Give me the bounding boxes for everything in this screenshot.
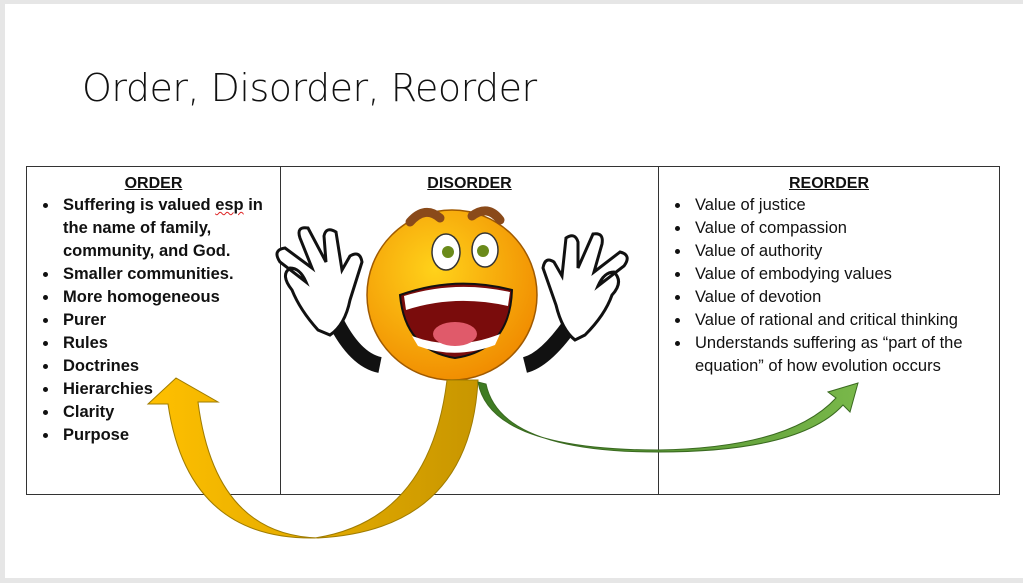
yellow-curved-arrow: [146, 377, 479, 539]
list-item: Value of justice: [691, 194, 999, 217]
right-hand-icon: [541, 232, 629, 342]
reorder-heading: REORDER: [788, 175, 869, 192]
list-item: More homogeneous: [59, 286, 280, 309]
reorder-list: Value of justice Value of compassion Val…: [659, 194, 999, 378]
list-item: Value of devotion: [691, 286, 999, 309]
order-column: ORDER Suffering is valued esp in the nam…: [27, 167, 281, 494]
list-item: Value of embodying values: [691, 263, 999, 286]
green-curved-arrow: [477, 381, 859, 453]
list-item: Doctrines: [59, 355, 280, 378]
text: in the name of family, community, and Go…: [63, 196, 263, 260]
slide-title: Order, Disorder, Reorder: [82, 66, 537, 110]
reorder-column: REORDER Value of justice Value of compas…: [659, 167, 999, 494]
left-hand-icon: [275, 226, 364, 337]
misspelled-word: esp: [215, 196, 244, 214]
list-item: Hierarchies: [59, 378, 280, 401]
list-item: Suffering is valued esp in the name of f…: [59, 194, 280, 263]
list-item: Value of rational and critical thinking: [691, 309, 999, 332]
list-item: Rules: [59, 332, 280, 355]
content-table: ORDER Suffering is valued esp in the nam…: [26, 166, 1000, 495]
list-item: Understands suffering as “part of the eq…: [691, 332, 999, 378]
disorder-column: DISORDER: [281, 167, 659, 494]
list-item: Value of authority: [691, 240, 999, 263]
order-list: Suffering is valued esp in the name of f…: [27, 194, 280, 447]
list-item: Smaller communities.: [59, 263, 280, 286]
text: Suffering is valued: [63, 196, 216, 214]
list-item: Value of compassion: [691, 217, 999, 240]
disorder-heading: DISORDER: [427, 175, 512, 192]
list-item: Clarity: [59, 401, 280, 424]
order-heading: ORDER: [124, 175, 183, 192]
list-item: Purer: [59, 309, 280, 332]
screaming-face-icon: [366, 206, 538, 381]
list-item: Purpose: [59, 424, 280, 447]
